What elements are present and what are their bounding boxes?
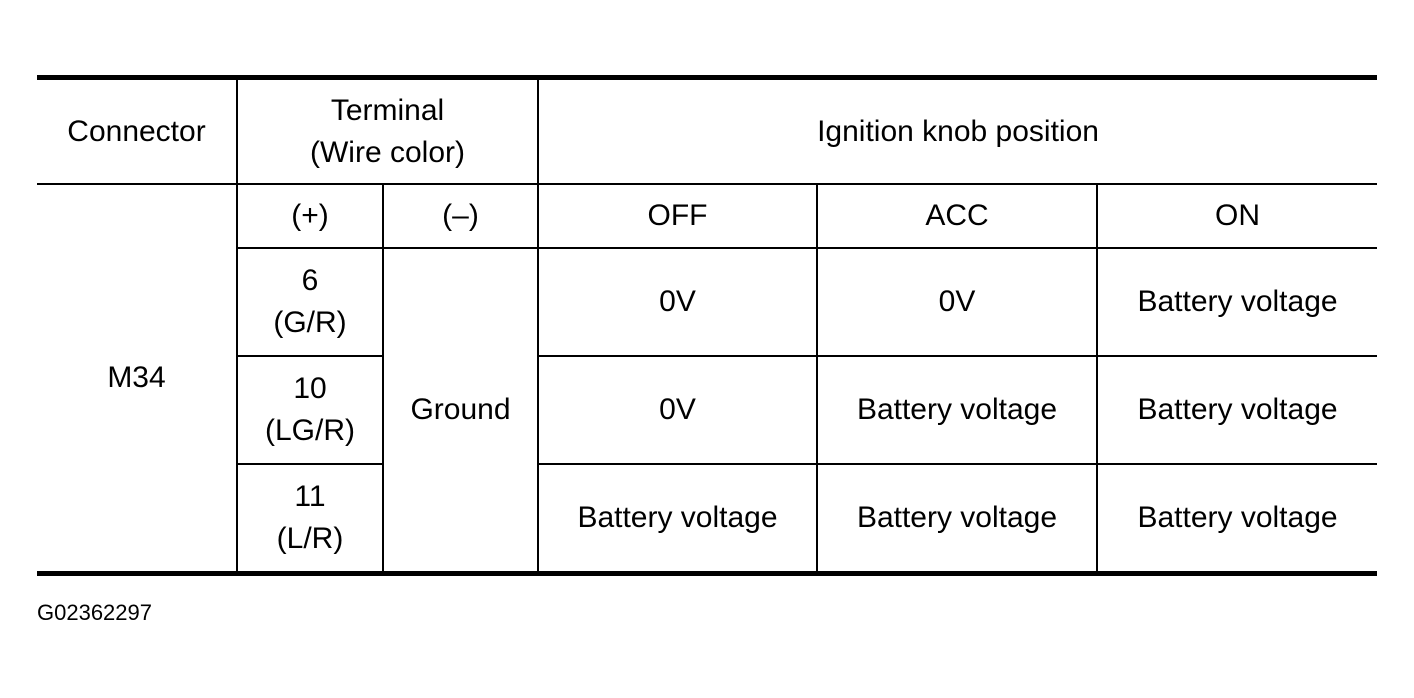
header-connector: Connector xyxy=(37,77,238,185)
value-off: 0V xyxy=(537,247,818,357)
figure-id: G02362297 xyxy=(37,600,152,625)
value-off: Battery voltage xyxy=(537,463,818,574)
subheader-plus: (+) xyxy=(236,183,384,249)
header-terminal: Terminal (Wire color) xyxy=(236,77,539,185)
ground-value: Ground xyxy=(382,247,539,574)
connector-value: M34 xyxy=(37,183,238,574)
terminal-number: 11 xyxy=(294,480,326,513)
value-on: Battery voltage xyxy=(1095,247,1378,357)
subheader-on: ON xyxy=(1095,183,1378,249)
subheader-minus: (–) xyxy=(382,183,539,249)
table-row-terminal: 11 (L/R) xyxy=(237,463,384,574)
value-acc: Battery voltage xyxy=(816,463,1098,574)
table-row-terminal: 6 (G/R) xyxy=(237,247,384,357)
terminal-voltage-table: Connector Terminal (Wire color) Ignition… xyxy=(37,75,1378,576)
value-on: Battery voltage xyxy=(1095,355,1378,465)
table-row-terminal: 10 (LG/R) xyxy=(237,355,384,465)
header-ignition-knob-position: Ignition knob position xyxy=(536,77,1378,185)
wire-color: (G/R) xyxy=(273,306,347,339)
wire-color: (L/R) xyxy=(276,522,344,555)
subheader-acc: ACC xyxy=(816,183,1098,249)
terminal-number: 10 xyxy=(293,372,327,405)
wire-color: (LG/R) xyxy=(265,414,355,447)
terminal-number: 6 xyxy=(301,264,319,297)
header-terminal-line2: (Wire color) xyxy=(310,135,465,169)
value-acc: Battery voltage xyxy=(816,355,1098,465)
subheader-off: OFF xyxy=(537,183,818,249)
header-terminal-line1: Terminal xyxy=(330,93,445,127)
value-on: Battery voltage xyxy=(1095,463,1378,574)
value-off: 0V xyxy=(537,355,818,465)
value-acc: 0V xyxy=(816,247,1098,357)
